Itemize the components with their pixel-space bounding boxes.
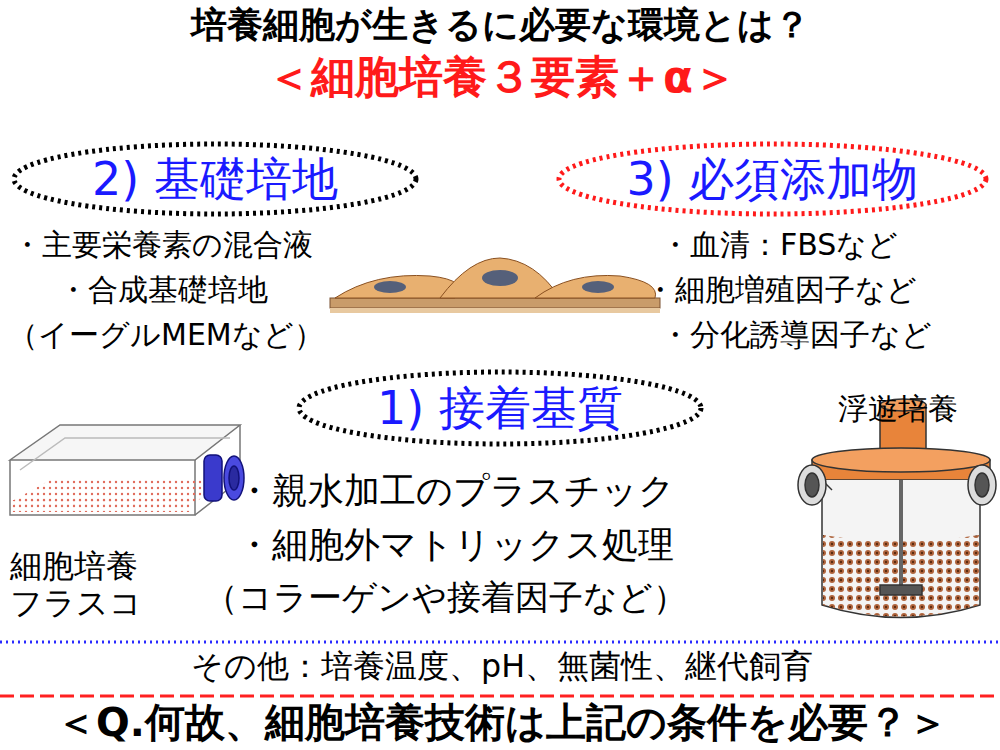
suspension-bioreactor	[798, 399, 996, 618]
label-text: その他：培養温度、pH、無菌性、継代飼育	[2, 648, 1000, 685]
title: 培養細胞が生きるに必要な環境とは？	[0, 4, 1000, 45]
node-heading: 1) 接着基質	[295, 383, 705, 434]
label-text: ・分化誘導因子など	[660, 318, 932, 353]
dotted-separator	[0, 641, 1000, 644]
node-heading: 2) 基礎培地	[10, 154, 420, 205]
label-text: ・血清：FBSなど	[660, 228, 898, 263]
dotted-ellipse-node: 3) 必須添加物	[555, 140, 990, 218]
label-text: ・主要栄養素の混合液	[12, 228, 313, 263]
label-text: ・細胞増殖因子など	[645, 273, 917, 308]
label-text: （イーグルMEMなど）	[8, 318, 324, 353]
label-text: ・細胞外マトリックス処理	[236, 524, 674, 565]
dotted-ellipse-node: 1) 接着基質	[295, 368, 705, 448]
label-text: 細胞培養 フラスコ	[10, 548, 150, 622]
dashed-separator	[0, 695, 1000, 698]
cell-layer	[330, 258, 660, 313]
node-heading: 3) 必須添加物	[555, 154, 990, 205]
label-text: ・合成基礎培地	[58, 273, 268, 308]
label-text: （コラーゲンや接着因子など）	[204, 578, 687, 617]
label-text: 浮遊培養	[838, 392, 958, 427]
label-text: ・親水加工のプラスチック	[236, 470, 675, 511]
dotted-ellipse-node: 2) 基礎培地	[10, 140, 420, 218]
label-text: ＜Q.何故、細胞培養技術は上記の条件を必要？＞	[2, 700, 1000, 746]
culture-flask	[10, 425, 244, 515]
label-text: ＜細胞培養３要素＋α＞	[2, 52, 1000, 102]
